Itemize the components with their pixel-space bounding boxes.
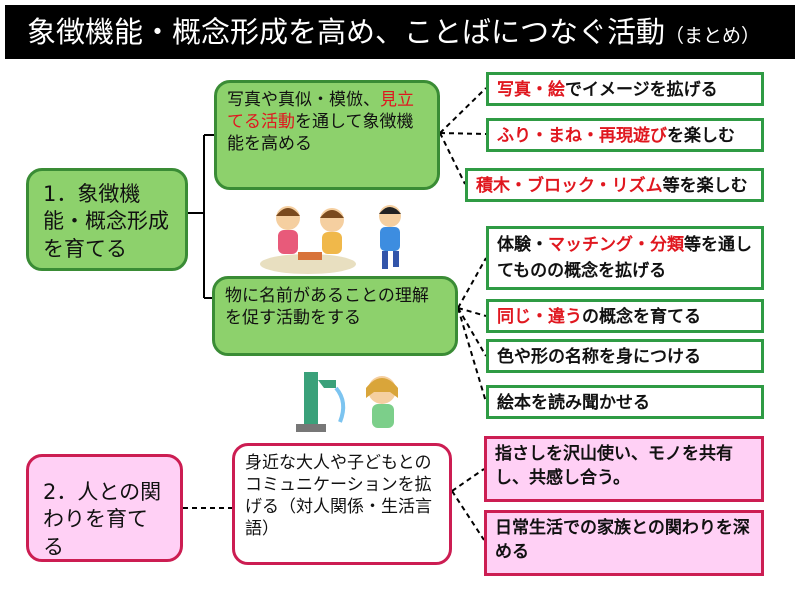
group-a-text-red: 見立てる活動 (227, 90, 414, 133)
title-sub: （まとめ） (665, 25, 761, 47)
dashed-connectors (183, 87, 487, 541)
group-a-item-2: ふり・まね・再現遊びを楽しむ (486, 118, 764, 152)
group-a-box: 写真や真似・模倣、見立てる活動を通して象徴機能を高める (214, 80, 440, 190)
group-b-item-3: 色や形の名称を身につける (486, 339, 764, 373)
section2-item-1: 指さしを沢山使い、モノを共有し、共感し合う。 (484, 436, 764, 502)
group-a-item-3: 積木・ブロック・リズム等を楽しむ (465, 168, 764, 202)
water-pump-illustration (296, 372, 398, 432)
group-a-text-post: を通して象徴機能を高める (227, 112, 414, 155)
section2-label: 2．人との関わりを育てる (26, 454, 183, 562)
group-b-item-1: 体験・マッチング・分類等を通してものの概念を拡げる (486, 226, 764, 290)
group-a-text-pre: 写真や真似・模倣、 (227, 90, 380, 110)
group-b-box: 物に名前があることの理解を促す活動をする (212, 276, 458, 356)
page-title: 象徴機能・概念形成を高め、ことばにつなぐ活動（まとめ） (5, 5, 795, 59)
section1-bracket (188, 134, 214, 299)
group-b-item-4: 絵本を読み聞かせる (486, 385, 764, 419)
title-main: 象徴機能・概念形成を高め、ことばにつなぐ活動 (27, 15, 666, 49)
section2-item-2: 日常生活での家族との関わりを深める (484, 510, 764, 576)
section2-middle-box: 身近な大人や子どもとのコミュニケーションを拡げる（対人関係・生活言語） (232, 443, 452, 565)
children-playing-illustration (260, 205, 401, 274)
group-a-item-1: 写真・絵でイメージを拡げる (486, 72, 764, 106)
group-b-item-2: 同じ・違うの概念を育てる (486, 299, 764, 333)
section1-label: 1．象徴機能・概念形成を育てる (26, 168, 188, 271)
